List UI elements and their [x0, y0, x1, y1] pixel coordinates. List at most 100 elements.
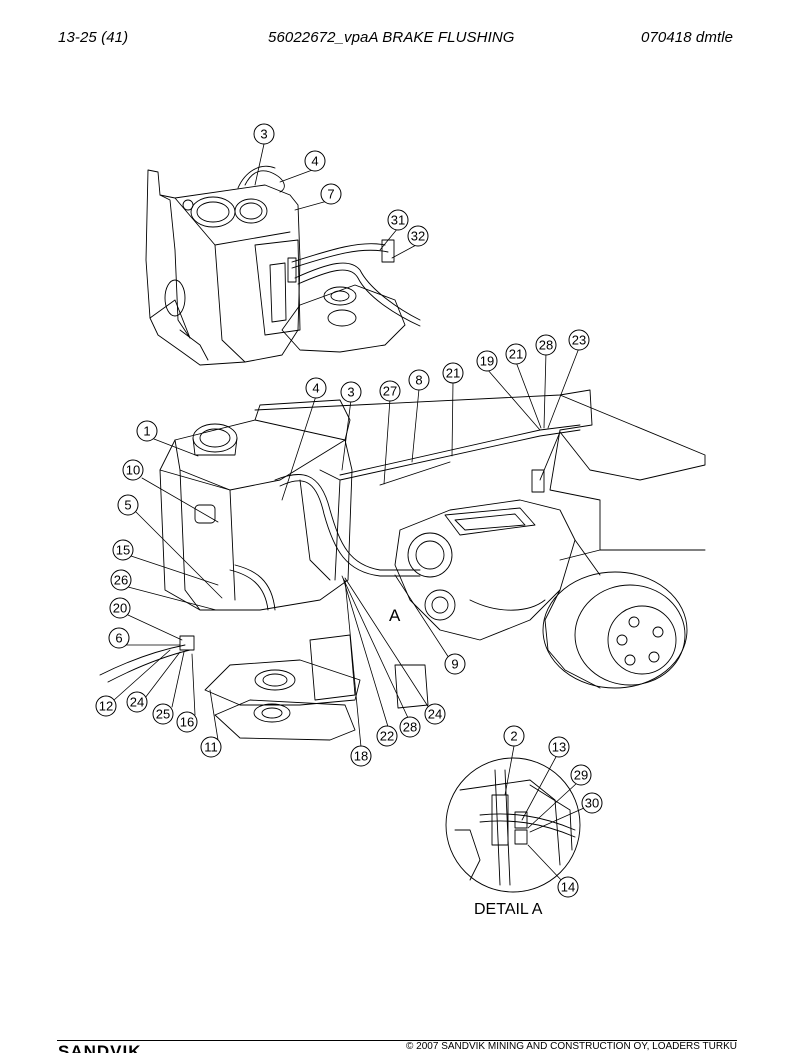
callout-28: 28 [399, 716, 421, 738]
callout-circle [112, 539, 134, 561]
callout-31: 31 [387, 209, 409, 231]
callout-circle [442, 362, 464, 384]
callout-circle [304, 150, 326, 172]
callout-10: 10 [122, 459, 144, 481]
callout-circle [444, 653, 466, 675]
callout-15: 15 [112, 539, 134, 561]
callout-label: 3 [347, 385, 354, 400]
callout-circle [253, 123, 275, 145]
callout-label: 20 [113, 601, 127, 616]
callout-16: 16 [176, 711, 198, 733]
callout-label: 32 [411, 229, 425, 244]
callout-20: 20 [109, 597, 131, 619]
sandvik-logo: SANDVIK [58, 1042, 142, 1053]
callout-label: 3 [260, 127, 267, 142]
callout-circle [535, 334, 557, 356]
main-assembly [99, 389, 706, 741]
callout-circle [109, 597, 131, 619]
callout-25: 25 [152, 703, 174, 725]
callout-label: 16 [180, 715, 194, 730]
callout-circle [387, 209, 409, 231]
callout-5: 5 [117, 494, 139, 516]
callout-21: 21 [442, 362, 464, 384]
callout-label: 23 [572, 333, 586, 348]
copyright-text: © 2007 SANDVIK MINING AND CONSTRUCTION O… [406, 1041, 737, 1052]
callout-label: 27 [383, 384, 397, 399]
callout-3: 3 [253, 123, 275, 145]
callout-label: 31 [391, 213, 405, 228]
callout-28: 28 [535, 334, 557, 356]
top-assembly [145, 165, 421, 366]
callout-7: 7 [320, 183, 342, 205]
callout-label: 28 [539, 338, 553, 353]
callout-23: 23 [568, 329, 590, 351]
callout-circle [568, 329, 590, 351]
callout-12: 12 [95, 695, 117, 717]
callout-circle [424, 703, 446, 725]
callout-13: 13 [548, 736, 570, 758]
callout-circle [176, 711, 198, 733]
callout-24: 24 [424, 703, 446, 725]
callout-circle [200, 736, 222, 758]
callout-label: 21 [446, 366, 460, 381]
detail-label: DETAIL A [474, 901, 543, 918]
callout-label: 4 [312, 381, 319, 396]
callout-label: 21 [509, 347, 523, 362]
callout-26: 26 [110, 569, 132, 591]
callout-label: 4 [311, 154, 318, 169]
callout-29: 29 [570, 764, 592, 786]
callout-circle [136, 420, 158, 442]
callout-circle [399, 716, 421, 738]
callout-label: 25 [156, 707, 170, 722]
callout-label: 5 [124, 498, 131, 513]
callout-4: 4 [305, 377, 327, 399]
callout-circle [108, 627, 130, 649]
callout-circle [152, 703, 174, 725]
callout-circle [581, 792, 603, 814]
callout-circle [122, 459, 144, 481]
footer-divider [57, 1040, 737, 1041]
callout-label: 14 [561, 880, 575, 895]
callout-18: 18 [350, 745, 372, 767]
callout-19: 19 [476, 350, 498, 372]
callout-circle [320, 183, 342, 205]
callout-label: 22 [380, 729, 394, 744]
leader-lines [113, 143, 585, 883]
callout-circle [570, 764, 592, 786]
callout-6: 6 [108, 627, 130, 649]
callout-30: 30 [581, 792, 603, 814]
callout-label: 19 [480, 354, 494, 369]
callout-circle [110, 569, 132, 591]
detail-marker: A [389, 606, 401, 625]
page-number: 13-25 (41) [58, 29, 129, 46]
callout-circle [350, 745, 372, 767]
callout-circle [548, 736, 570, 758]
callout-circle [407, 225, 429, 247]
callout-label: 28 [403, 720, 417, 735]
callout-14: 14 [557, 876, 579, 898]
callout-circle [126, 691, 148, 713]
callout-circle [95, 695, 117, 717]
callout-group: 3 4 7 31 32 19 21 28 23 4 3 27 8 21 1 10 5 15 26 20 6 12 24 25 1… [95, 123, 603, 898]
callout-circle [408, 369, 430, 391]
callout-circle [305, 377, 327, 399]
callout-32: 32 [407, 225, 429, 247]
callout-4: 4 [304, 150, 326, 172]
callout-24: 24 [126, 691, 148, 713]
callout-label: 15 [116, 543, 130, 558]
document-code: 070418 dmtle [641, 29, 734, 46]
callout-3: 3 [340, 381, 362, 403]
callout-label: 24 [428, 707, 442, 722]
callout-circle [503, 725, 525, 747]
callout-circle [476, 350, 498, 372]
callout-label: 2 [510, 729, 517, 744]
callout-circle [379, 380, 401, 402]
callout-label: 7 [327, 187, 334, 202]
callout-8: 8 [408, 369, 430, 391]
callout-label: 8 [415, 373, 422, 388]
document-title: 56022672_vpaA BRAKE FLUSHING [268, 29, 515, 46]
callout-label: 18 [354, 749, 368, 764]
callout-label: 1 [143, 424, 150, 439]
callout-label: 6 [115, 631, 122, 646]
